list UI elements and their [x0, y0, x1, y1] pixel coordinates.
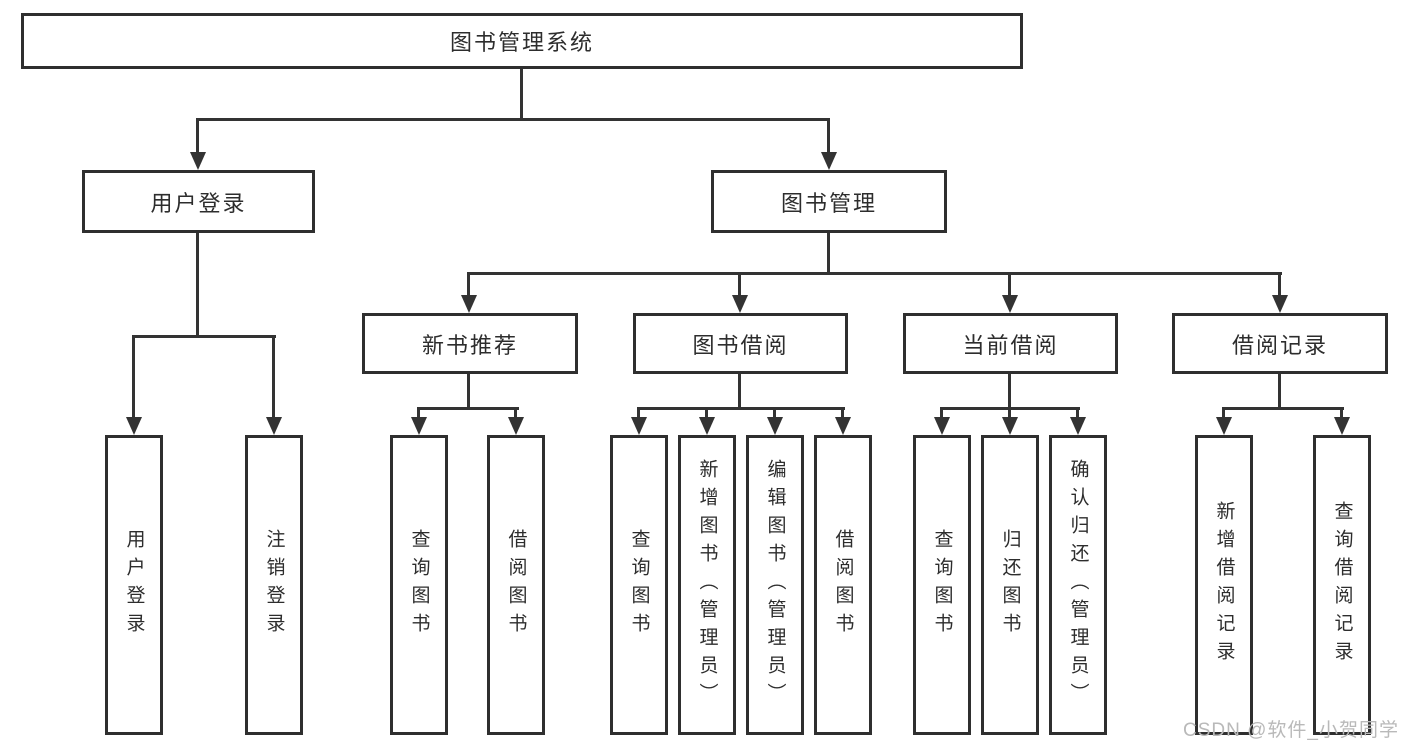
- connector-line: [1222, 407, 1344, 410]
- connector-line: [132, 335, 135, 417]
- leaf-label: 归还图书: [999, 529, 1021, 641]
- leaf-label: 查询图书: [628, 529, 650, 641]
- arrowhead-icon: [699, 417, 715, 435]
- connector-line: [467, 272, 470, 295]
- arrowhead-icon: [1272, 295, 1288, 313]
- leaf-label: 确认归还（管理员）: [1067, 459, 1089, 711]
- connector-line: [1008, 407, 1011, 417]
- arrowhead-icon: [821, 152, 837, 170]
- arrowhead-icon: [1216, 417, 1232, 435]
- leaf-label: 新增图书（管理员）: [696, 459, 718, 711]
- node-user-login: 用户登录: [82, 170, 315, 233]
- arrowhead-icon: [767, 417, 783, 435]
- leaf-user-login: 用户登录: [105, 435, 163, 735]
- node-book-mgmt: 图书管理: [711, 170, 947, 233]
- connector-line: [940, 407, 943, 417]
- leaf-borrow-books: 借阅图书: [814, 435, 872, 735]
- connector-line: [1340, 407, 1343, 417]
- arrowhead-icon: [266, 417, 282, 435]
- leaf-borrow-books-rec: 借阅图书: [487, 435, 545, 735]
- arrowhead-icon: [190, 152, 206, 170]
- leaf-query-books-borrow: 查询图书: [610, 435, 668, 735]
- arrowhead-icon: [461, 295, 477, 313]
- connector-line: [196, 233, 199, 335]
- arrowhead-icon: [1334, 417, 1350, 435]
- leaf-label: 查询借阅记录: [1331, 501, 1353, 669]
- leaf-logout: 注销登录: [245, 435, 303, 735]
- leaf-label: 用户登录: [123, 529, 145, 641]
- node-root: 图书管理系统: [21, 13, 1023, 69]
- connector-line: [773, 407, 776, 417]
- connector-line: [196, 118, 199, 152]
- leaf-label: 查询图书: [931, 529, 953, 641]
- arrowhead-icon: [411, 417, 427, 435]
- node-current-borrow-label: 当前借阅: [962, 332, 1059, 358]
- leaf-query-books-current: 查询图书: [913, 435, 971, 735]
- connector-line: [1222, 407, 1225, 417]
- leaf-confirm-return-admin: 确认归还（管理员）: [1049, 435, 1107, 735]
- node-new-book-rec-label: 新书推荐: [421, 332, 518, 358]
- connector-line: [637, 407, 845, 410]
- arrowhead-icon: [835, 417, 851, 435]
- leaf-label: 借阅图书: [505, 529, 527, 641]
- leaf-edit-books-admin: 编辑图书（管理员）: [746, 435, 804, 735]
- node-current-borrow: 当前借阅: [903, 313, 1118, 374]
- connector-line: [637, 407, 640, 417]
- connector-line: [1076, 407, 1079, 417]
- connector-line: [705, 407, 708, 417]
- connector-line: [196, 118, 830, 121]
- arrowhead-icon: [1002, 295, 1018, 313]
- node-borrow-record: 借阅记录: [1172, 313, 1388, 374]
- node-new-book-rec: 新书推荐: [362, 313, 578, 374]
- connector-line: [1008, 272, 1011, 295]
- connector-line: [132, 335, 276, 338]
- watermark: CSDN @软件_小贺同学: [1183, 720, 1399, 741]
- leaf-label: 注销登录: [263, 529, 285, 641]
- connector-line: [514, 407, 517, 417]
- leaf-add-books-admin: 新增图书（管理员）: [678, 435, 736, 735]
- connector-line: [841, 407, 844, 417]
- connector-line: [417, 407, 420, 417]
- connector-line: [1278, 272, 1281, 295]
- connector-line: [1008, 374, 1011, 407]
- arrowhead-icon: [631, 417, 647, 435]
- arrowhead-icon: [732, 295, 748, 313]
- leaf-label: 编辑图书（管理员）: [764, 459, 786, 711]
- node-user-login-label: 用户登录: [150, 190, 247, 216]
- arrowhead-icon: [508, 417, 524, 435]
- node-root-label: 图书管理系统: [449, 30, 594, 55]
- node-borrow-record-label: 借阅记录: [1231, 332, 1328, 358]
- connector-line: [827, 233, 830, 272]
- connector-line: [467, 374, 470, 407]
- leaf-query-borrow-record: 查询借阅记录: [1313, 435, 1371, 735]
- node-book-borrow: 图书借阅: [633, 313, 848, 374]
- arrowhead-icon: [126, 417, 142, 435]
- arrowhead-icon: [1002, 417, 1018, 435]
- leaf-add-borrow-record: 新增借阅记录: [1195, 435, 1253, 735]
- connector-line: [272, 335, 275, 417]
- leaf-return-books: 归还图书: [981, 435, 1039, 735]
- node-book-mgmt-label: 图书管理: [780, 190, 877, 216]
- leaf-label: 新增借阅记录: [1213, 501, 1235, 669]
- leaf-label: 查询图书: [408, 529, 430, 641]
- connector-line: [827, 118, 830, 152]
- arrowhead-icon: [934, 417, 950, 435]
- leaf-query-books-rec: 查询图书: [390, 435, 448, 735]
- leaf-label: 借阅图书: [832, 529, 854, 641]
- arrowhead-icon: [1070, 417, 1086, 435]
- connector-line: [417, 407, 519, 410]
- node-book-borrow-label: 图书借阅: [692, 332, 789, 358]
- connector-line: [467, 272, 1282, 275]
- connector-line: [738, 272, 741, 295]
- connector-line: [520, 69, 523, 118]
- connector-line: [1278, 374, 1281, 407]
- connector-line: [738, 374, 741, 407]
